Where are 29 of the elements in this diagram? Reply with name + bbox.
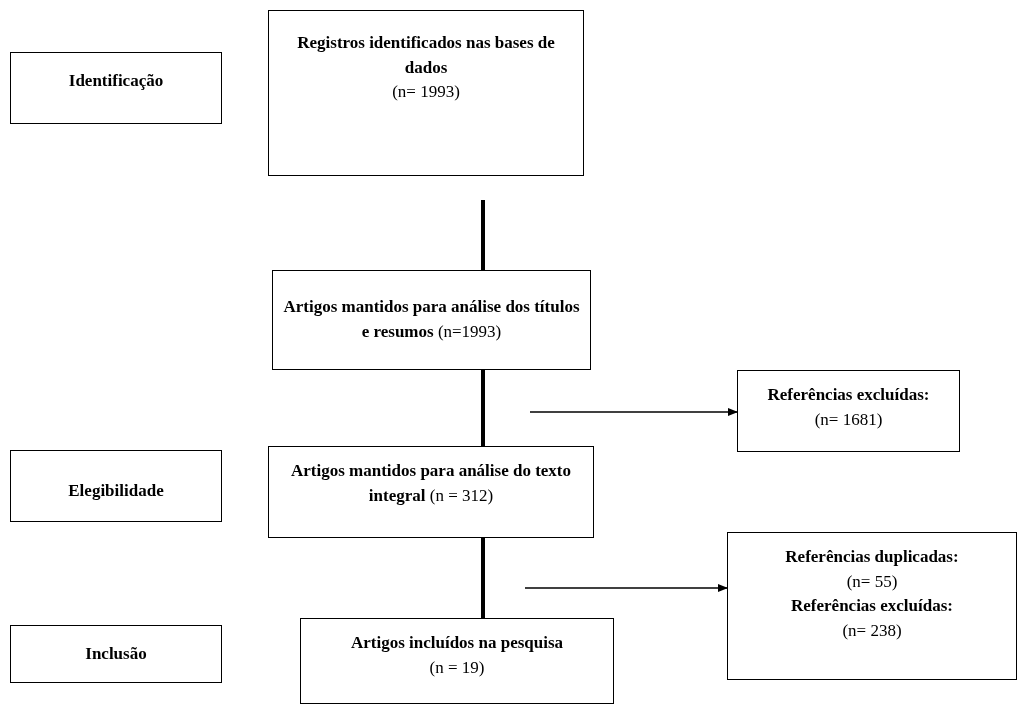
body-text: (n= 1993) [392, 81, 460, 104]
body-text: (n= 55) [846, 570, 898, 593]
process-box [268, 446, 594, 538]
heading-text: Elegibilidade [68, 480, 164, 502]
body-text: Artigos mantidos para análise dos títulos e resumos (n=1993) [282, 296, 581, 343]
connector-line [481, 200, 485, 270]
arrow [524, 584, 728, 592]
arrow [529, 408, 738, 416]
heading-text: Artigos incluídos na pesquisa [350, 632, 564, 654]
stage-box [10, 52, 222, 124]
body-text: (n= 1681) [814, 408, 883, 431]
exclusion-box [737, 370, 960, 452]
stage-box [10, 450, 222, 522]
process-box [272, 270, 591, 370]
heading-text: Identificação [68, 70, 164, 92]
body-text: (n= 238) [842, 619, 902, 642]
heading-text: Referências excluídas: [791, 595, 953, 618]
stage-box [10, 625, 222, 683]
heading-text: Inclusão [85, 643, 147, 665]
heading-text: Referências duplicadas: [785, 546, 959, 568]
heading-text: Registros identificados nas bases de dados [296, 32, 556, 79]
process-box [300, 618, 614, 704]
body-text: (n = 19) [429, 656, 485, 679]
exclusion-box [727, 532, 1017, 680]
connector-line [481, 538, 485, 618]
process-box [268, 10, 584, 176]
connector-line [481, 370, 485, 446]
heading-text: Referências excluídas: [767, 384, 930, 406]
body-text: Artigos mantidos para análise do texto integral (n = 312) [290, 460, 572, 507]
